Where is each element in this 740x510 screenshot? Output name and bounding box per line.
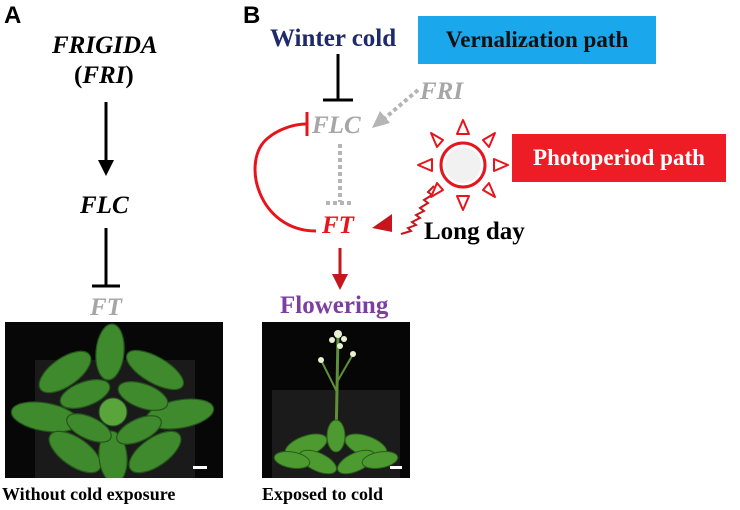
inhibit-ft-to-flc-red-curve — [253, 112, 317, 233]
caption-exposed-to-cold: Exposed to cold — [262, 484, 384, 504]
frigida-text: FRIGIDA — [52, 32, 158, 59]
flowering-plant-image — [262, 322, 410, 478]
photoperiod-path-label: Photoperiod path — [533, 145, 705, 170]
arrow-fri-to-flc-b — [372, 88, 420, 128]
photoperiod-path-box: Photoperiod path — [512, 134, 726, 182]
plant-photo-exposed-to-cold — [262, 322, 410, 478]
paren-open: ( — [74, 62, 83, 89]
flc-label-b: FLC — [312, 112, 361, 139]
caption-without-cold: Without cold exposure — [2, 484, 176, 504]
flowering-label: Flowering — [280, 292, 389, 319]
fri-label-b: FRI — [420, 78, 464, 105]
ft-label-b: FT — [322, 212, 354, 239]
inhibit-flc-to-ft-a — [92, 228, 120, 288]
vernalization-path-label: Vernalization path — [445, 27, 629, 52]
fri-abbrev-text: FRI — [82, 62, 126, 89]
vernalization-path-box: Vernalization path — [418, 16, 656, 64]
panel-b-letter: B — [243, 2, 261, 29]
scale-bar-icon — [390, 466, 402, 469]
long-day-label: Long day — [424, 218, 525, 245]
fri-gene-label: FRIGIDA — [52, 32, 158, 60]
panel-a-letter: A — [4, 2, 22, 29]
plant-photo-without-cold — [5, 322, 223, 478]
inhibit-flc-to-ft-b — [326, 144, 354, 205]
flc-label-a: FLC — [80, 192, 129, 219]
scale-bar-icon — [193, 466, 207, 469]
arrow-fri-to-flc-a — [98, 102, 114, 176]
paren-close: ) — [125, 62, 134, 89]
winter-cold-label: Winter cold — [270, 25, 397, 52]
rosette-plant-image — [5, 322, 223, 478]
inhibit-winter-cold-to-flc — [323, 54, 353, 102]
ft-label-a: FT — [90, 294, 122, 321]
arrow-long-day-to-ft — [372, 185, 435, 235]
sun-icon — [417, 119, 509, 211]
fri-abbrev-label: (FRI) — [74, 62, 134, 90]
arrow-ft-to-flowering — [332, 248, 348, 290]
